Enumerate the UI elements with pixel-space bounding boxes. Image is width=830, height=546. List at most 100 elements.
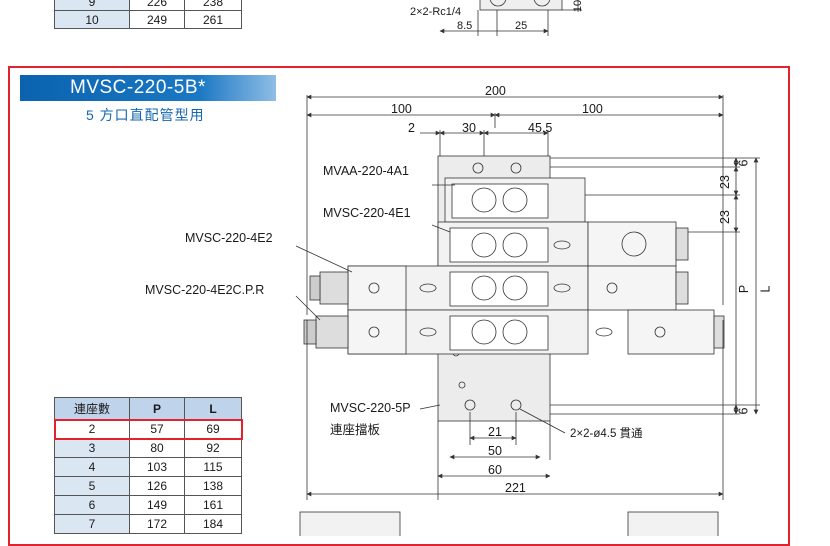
leader-line [419,404,441,410]
leader-line [431,224,451,233]
table-cell: 7 [54,514,130,534]
dim-label: 25 [515,20,528,32]
top-port-circle [489,0,507,7]
table-cell: 69 [184,419,242,439]
table-cell: 184 [184,514,242,534]
port-circle [471,232,497,258]
coil-nut [319,271,349,305]
dim-label: 23 [717,210,732,224]
table-cell: 115 [184,457,242,477]
solenoid-coil [627,309,715,355]
callout-mvaa: MVAA-220-4A1 [323,164,409,178]
port-label: 2×2-Rc1/4 [410,6,462,18]
dim-label: 100 [582,102,603,116]
port-circle [471,319,497,345]
dim-label: 200 [485,84,506,98]
coil-nut [675,227,689,261]
coil-nut [315,315,349,349]
table-cell: 57 [129,419,185,439]
mount-hole [472,162,484,174]
cropped-drawing-part [627,511,719,536]
table-row: 5 126 138 [54,476,242,496]
dim-label: 100 [391,102,412,116]
top-port-circle [533,0,551,7]
coil-screw [606,282,618,294]
dim-label: L [758,285,773,293]
port-circle [471,275,497,301]
table-header-cell: P [129,397,185,420]
table-row: 6 149 161 [54,495,242,515]
dim-label: 8.5 [457,20,473,32]
callout-plate-model: MVSC-220-5P [330,401,411,415]
table-cell: 261 [184,10,242,29]
dim-label: 10 [572,0,585,13]
table-row: 10 249 261 [54,10,242,29]
port-circle [502,232,528,258]
table-cell: 3 [54,438,130,458]
callout-plate-name: 連座擋板 [330,423,381,437]
previous-connection-table: 9 226 238 10 249 261 [54,0,242,29]
callout-mvsc-e1: MVSC-220-4E1 [323,206,411,220]
table-cell: 4 [54,457,130,477]
small-hole [458,381,466,389]
cropped-drawing-part [299,511,401,536]
coil-connector [621,231,647,257]
dim-label: 60 [488,463,502,477]
dim-label: 221 [505,481,526,495]
connection-table: 連座數 P L 2 57 69 3 80 92 4 103 115 5 126 … [53,397,243,534]
coil-screw [368,326,380,338]
table-cell: 138 [184,476,242,496]
coil-nut [713,315,725,349]
section-title: MVSC-220-5B* [70,77,206,98]
dim-label: 50 [488,444,502,458]
port-circle [502,319,528,345]
coil-connector [309,275,321,301]
table-row: 9 226 238 [54,0,242,11]
top-partial-block [479,0,563,11]
table-header-cell: 連座數 [54,397,130,420]
manual-override [553,283,571,293]
dim-label: 21 [488,425,502,439]
table-cell: 126 [129,476,185,496]
callout-mvsc-e2c: MVSC-220-4E2C.P.R [145,283,265,297]
table-cell: 80 [129,438,185,458]
mount-hole [464,399,476,411]
valve-body [449,271,549,307]
table-header-cell: L [184,397,242,420]
coil-screw [368,282,380,294]
table-cell: 249 [129,10,185,29]
table-header-row: 連座數 P L [54,397,242,420]
port-circle [471,187,497,213]
valve-body [449,227,549,263]
manual-override [419,283,437,293]
section-subtitle: 5 方口直配管型用 [86,107,205,123]
dim-label: 45.5 [528,121,553,135]
port-circle [502,275,528,301]
dim-label: 23 [717,175,732,189]
dim-label: P [737,284,752,294]
coil-screw [654,326,666,338]
table-cell: 92 [184,438,242,458]
table-cell: 6 [54,495,130,515]
table-cell: 10 [54,10,130,29]
table-cell: 149 [129,495,185,515]
valve-body [451,183,549,219]
mount-hole [510,162,522,174]
table-row: 3 80 92 [54,438,242,458]
port-circle [502,187,528,213]
table-row: 4 103 115 [54,457,242,477]
manual-override [595,327,613,337]
solenoid-coil [587,221,677,267]
dim-label: 30 [462,121,476,135]
table-cell: 161 [184,495,242,515]
table-cell: 5 [54,476,130,496]
table-row: 7 172 184 [54,514,242,534]
leader-line [519,408,566,434]
table-cell: 103 [129,457,185,477]
valve-body [449,315,549,351]
dim-label: 2 [408,121,415,135]
table-cell: 2 [54,419,130,439]
table-row-highlighted: 2 57 69 [53,418,243,440]
callout-mvsc-e2: MVSC-220-4E2 [185,231,273,245]
section-title-bar [20,75,276,101]
